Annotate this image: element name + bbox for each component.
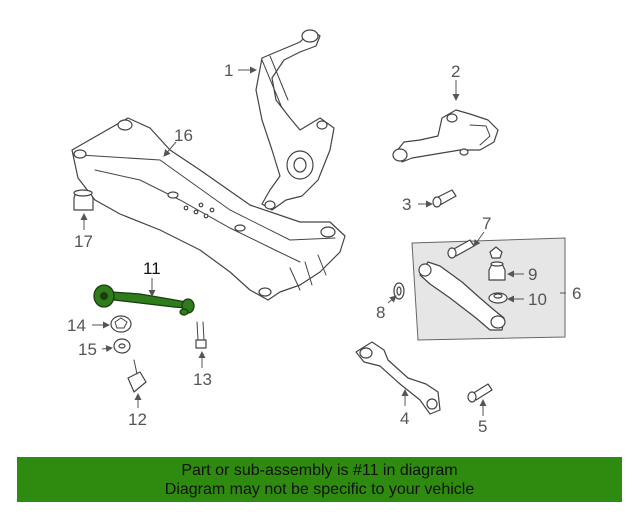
part-13-bolt [195, 321, 207, 349]
part-1-knuckle [255, 29, 335, 211]
part-6-lower-arm [418, 261, 506, 331]
callout-3[interactable]: 3 [402, 195, 411, 214]
leader-lines [80, 66, 566, 416]
callout-9[interactable]: 9 [528, 265, 537, 284]
callout-17[interactable]: 17 [74, 232, 93, 251]
part-4-trailing-link [355, 341, 441, 415]
callout-16[interactable]: 16 [174, 126, 193, 145]
banner-line-1: Part or sub-assembly is #11 in diagram [181, 462, 458, 479]
callout-2[interactable]: 2 [451, 62, 460, 81]
callout-8[interactable]: 8 [376, 303, 385, 322]
callout-11[interactable]: 11 [143, 259, 161, 278]
callout-10[interactable]: 10 [528, 290, 547, 309]
info-banner: Part or sub-assembly is #11 in diagram D… [17, 457, 622, 502]
part-2-upper-arm [392, 109, 499, 163]
part-15-washer [113, 338, 131, 354]
part-3-bolt [432, 189, 457, 208]
part-17-mount [73, 189, 94, 211]
callout-1[interactable]: 1 [224, 61, 233, 80]
part-10-washer [488, 292, 508, 304]
parts-diagram: 1 2 3 4 5 6 7 8 9 10 11 12 13 14 15 16 1… [67, 29, 581, 436]
callout-numbers: 1 2 3 4 5 6 7 8 9 10 11 12 13 14 15 16 1… [67, 61, 581, 436]
callout-13[interactable]: 13 [193, 370, 212, 389]
part-16-crossmember [71, 117, 346, 301]
callout-12[interactable]: 12 [128, 410, 147, 429]
callout-5[interactable]: 5 [478, 417, 487, 436]
banner-line-2: Diagram may not be specific to your vehi… [164, 481, 475, 498]
assembly-6-box [411, 237, 566, 341]
callout-14[interactable]: 14 [67, 316, 86, 335]
part-9-bushing [488, 246, 506, 281]
part-12-bolt [127, 359, 147, 393]
part-7-bolt [447, 239, 475, 259]
callout-15[interactable]: 15 [78, 340, 97, 359]
part-14-nut [110, 315, 132, 333]
part-11-lateral-link [93, 284, 195, 316]
callout-7[interactable]: 7 [482, 214, 491, 233]
callout-4[interactable]: 4 [400, 409, 409, 428]
part-8-washer [393, 282, 405, 300]
callout-6[interactable]: 6 [572, 284, 581, 303]
part-5-bolt [467, 383, 493, 403]
